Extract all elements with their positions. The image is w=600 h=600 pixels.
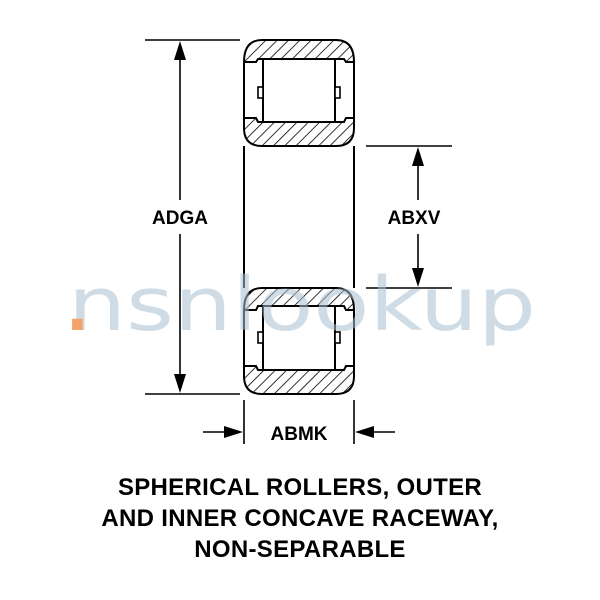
lower-bearing-section [242,287,356,395]
lower-cage-right [334,331,341,344]
upper-cage-right [334,86,341,99]
lower-roller [262,305,336,371]
watermark-accent-dot: . [66,275,89,345]
caption-line-3: NON-SEPARABLE [194,536,406,563]
abxv-arrow-down [412,268,424,287]
upper-inner-ring [243,117,355,147]
lower-cage-left [257,331,264,344]
abmk-arrow-right [224,426,243,438]
abxv-arrow-up [412,147,424,166]
abxv-label: ABXV [388,208,441,229]
upper-cage-left [257,86,264,99]
abmk-arrow-left [355,426,374,438]
adga-arrow-down [174,374,186,393]
caption-line-2: AND INNER CONCAVE RACEWAY, [101,505,499,532]
upper-outer-ring [242,39,356,63]
adga-label: ADGA [152,208,208,229]
adga-arrow-up [174,41,186,60]
upper-roller [262,58,336,123]
caption-line-1: SPHERICAL ROLLERS, OUTER [117,474,483,501]
dimension-abmk: ABMK [203,400,395,445]
diagram-caption: SPHERICAL ROLLERS, OUTER AND INNER CONCA… [0,472,600,565]
dimension-abxv: ABXV [366,145,452,289]
lower-outer-ring [243,365,355,395]
lower-inner-ring [242,287,356,311]
dimension-adga: ADGA [145,39,240,395]
watermark: nsnlookup . [66,262,536,348]
upper-bearing-section [242,39,356,147]
abmk-label: ABMK [271,424,328,445]
watermark-text: nsnlookup [68,262,536,348]
